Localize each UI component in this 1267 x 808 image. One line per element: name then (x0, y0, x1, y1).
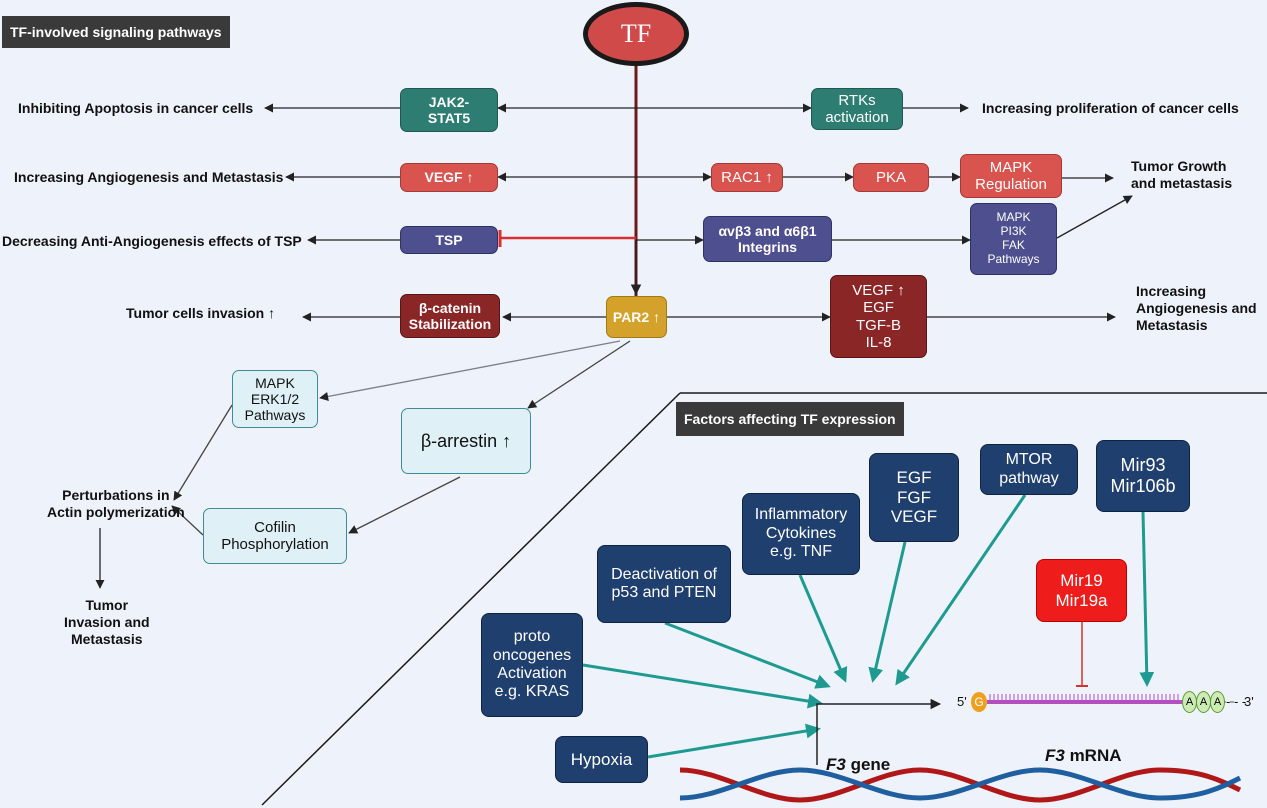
f3-mrna-label: F3 mRNA (1045, 726, 1122, 767)
tf-label: TF (620, 19, 652, 48)
outcome-apoptosis: Inhibiting Apoptosis in cancer cells (18, 100, 254, 116)
five-prime-label: 5' (957, 694, 967, 709)
pka-box: PKA (853, 163, 929, 192)
cofilin-box: Cofilin Phosphorylation (203, 508, 347, 564)
beta-catenin-box: β-catenin Stabilization (400, 294, 500, 338)
egf-fgf-vegf-box: EGF FGF VEGF (869, 453, 959, 542)
poly-a-1: A (1182, 691, 1197, 713)
vegf-egf-box: VEGF ↑ EGF TGF-B IL-8 (830, 275, 927, 358)
jak2-stat5-box: JAK2- STAT5 (400, 88, 498, 132)
mir93-arrow (1139, 511, 1155, 687)
par2-box: PAR2 ↑ (606, 296, 667, 338)
outcome-tumor-invasion: Tumor Invasion and Metastasis (64, 597, 150, 647)
divider-diagonal (261, 392, 681, 806)
mapk-pi3k-box: MAPK PI3K FAK Pathways (970, 203, 1057, 275)
outcome-invasion: Tumor cells invasion ↑ (126, 305, 276, 321)
hypoxia-arrow (647, 723, 821, 759)
vegf-box: VEGF ↑ (400, 163, 498, 192)
pathways-to-tumor (1056, 195, 1133, 239)
mtor-arrow (895, 494, 1027, 686)
outcome-actin: Perturbations in Actin polymerization (47, 487, 185, 520)
rac1-box: RAC1 ↑ (711, 163, 783, 192)
p53-arrow (664, 621, 831, 689)
mir19-box: Mir19 Mir19a (1036, 559, 1127, 622)
promoter-arrow (816, 698, 942, 765)
hypoxia-box: Hypoxia (555, 736, 648, 783)
tsp-box: TSP (400, 226, 498, 254)
three-prime-label: 3' (1244, 694, 1254, 709)
signaling-header: TF-involved signaling pathways (2, 16, 230, 48)
proto-arrow (582, 663, 823, 709)
mapk-erk-box: MAPK ERK1/2 Pathways (232, 370, 318, 428)
outcome-angio-metastasis: Increasing Angiogenesis and Metastasis (14, 169, 284, 185)
f3-gene-symbol: F3 (826, 755, 846, 775)
poly-a-2: A (1196, 691, 1211, 713)
poly-a-3: A (1210, 691, 1225, 713)
p53-pten-box: Deactivation of p53 and PTEN (597, 545, 731, 623)
cytokines-box: Inflammatory Cytokines e.g. TNF (742, 493, 860, 575)
tail-dashes: - - - (1226, 694, 1247, 709)
proto-oncogenes-box: proto oncogenes Activation e.g. KRAS (481, 613, 583, 717)
gene-word: gene (845, 755, 891, 775)
f3-gene-label: F3 gene (826, 735, 890, 776)
integrins-box: αvβ3 and α6β1 Integrins (703, 216, 832, 262)
outcome-tumor-growth: Tumor Growth and metastasis (1131, 158, 1233, 191)
mtor-box: MTOR pathway (980, 444, 1078, 495)
outcome-proliferation: Increasing proliferation of cancer cells (982, 100, 1239, 116)
arrestin-to-cofilin (348, 476, 461, 534)
mir93-box: Mir93 Mir106b (1096, 440, 1190, 512)
dna-strand-red (679, 767, 1242, 803)
mapk-regulation-box: MAPK Regulation (960, 154, 1062, 198)
mrna-word: mRNA (1064, 746, 1122, 766)
egf-arrow (868, 541, 907, 683)
par2-to-arrestin (527, 340, 631, 409)
mapk-erk-to-actin (173, 404, 233, 501)
beta-arrestin-box: β-arrestin ↑ (401, 408, 531, 474)
mrna-ticks (989, 694, 1179, 702)
rtks-box: RTKs activation (811, 88, 903, 130)
dna-strand-blue (679, 767, 1242, 801)
outcome-angio-metastasis-2: Increasing Angiogenesis and Metastasis (1136, 283, 1257, 333)
cytokines-arrow (798, 574, 848, 683)
par2-to-mapk-erk (319, 340, 621, 401)
factors-header: Factors affecting TF expression (676, 402, 904, 436)
f3-mrna-symbol: F3 (1045, 746, 1065, 766)
cofilin-to-actin (171, 505, 204, 536)
tf-node: TF (583, 2, 689, 66)
outcome-anti-angio: Decreasing Anti-Angiogenesis effects of … (2, 233, 302, 249)
mrna-cap: G (971, 692, 987, 712)
